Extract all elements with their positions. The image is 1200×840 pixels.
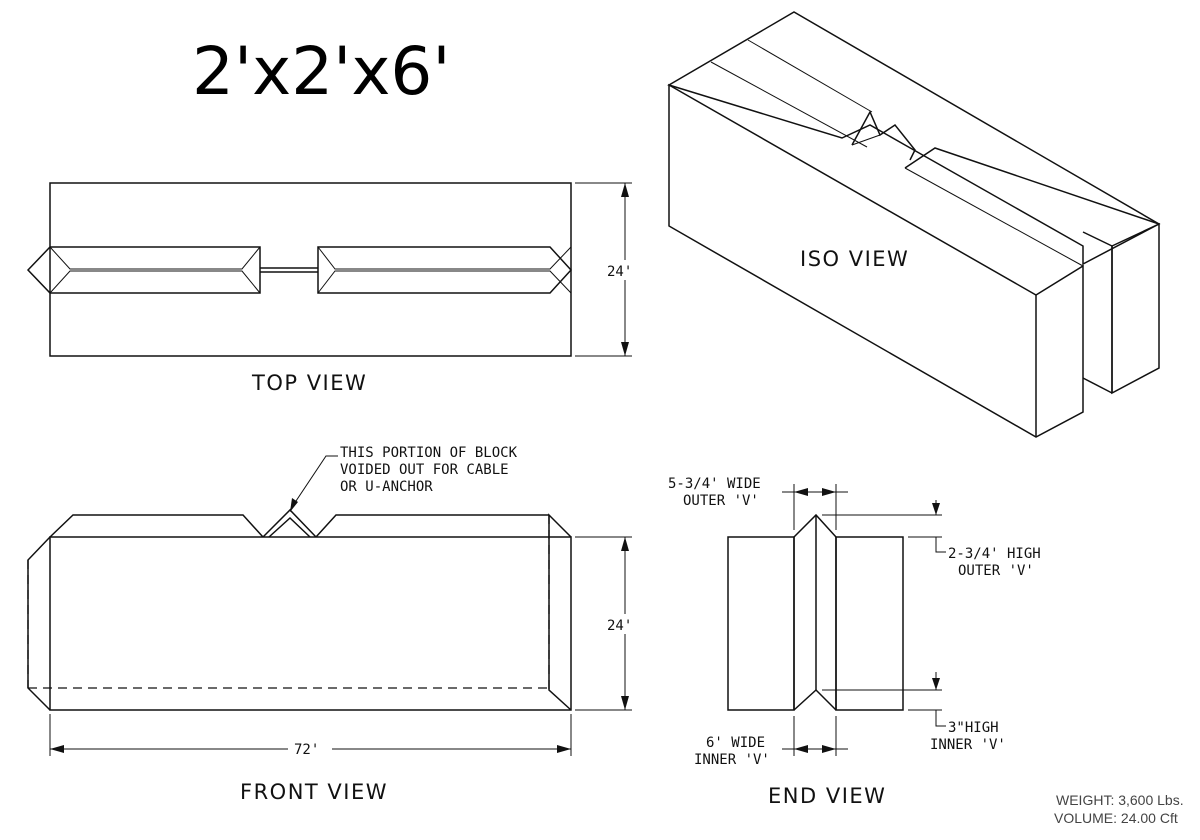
- front-view-outline: [49, 536, 572, 711]
- end-outer-high-line-1: 2-3/4' HIGH: [948, 546, 1041, 562]
- weight-spec: WEIGHT: 3,600 Lbs.: [1056, 792, 1184, 808]
- end-view-right-block: [835, 536, 904, 711]
- front-view-v-void: [262, 508, 317, 538]
- end-view-label: END VIEW: [768, 784, 886, 808]
- front-view-length-dim: 72': [294, 742, 319, 758]
- end-inner-high-line-2: INNER 'V': [930, 737, 1006, 753]
- iso-view-label: ISO VIEW: [800, 247, 909, 271]
- top-view: 24': [26, 182, 647, 357]
- front-view-height-dim: 24': [607, 618, 632, 634]
- end-outer-wide-line-2: OUTER 'V': [683, 493, 759, 509]
- end-inner-wide-line-2: INNER 'V': [694, 752, 770, 768]
- top-view-right-channel: [317, 246, 573, 294]
- top-view-left-channel: [26, 246, 261, 294]
- end-inner-high-line-1: 3"HIGH: [948, 720, 999, 736]
- front-note-line-1: THIS PORTION OF BLOCK: [340, 445, 518, 461]
- end-view: [727, 484, 946, 756]
- end-inner-wide-line-1: 6' WIDE: [706, 735, 765, 751]
- iso-view: [667, 11, 1161, 438]
- end-outer-high-line-2: OUTER 'V': [958, 563, 1034, 579]
- volume-spec: VOLUME: 24.00 Cft: [1054, 810, 1178, 826]
- end-view-left-block: [727, 536, 795, 711]
- front-note-line-2: VOIDED OUT FOR CABLE: [340, 462, 509, 478]
- iso-right-block: [1111, 222, 1160, 395]
- iso-v-notch: [851, 110, 916, 161]
- top-view-height-dim: 24': [607, 264, 632, 280]
- top-view-label: TOP VIEW: [251, 371, 367, 395]
- front-note-line-3: OR U-ANCHOR: [340, 479, 433, 495]
- front-view: 24' 72': [27, 455, 647, 758]
- front-view-label: FRONT VIEW: [240, 780, 388, 804]
- drawing-title: 2'x2'x6': [192, 33, 451, 110]
- end-outer-wide-line-1: 5-3/4' WIDE: [668, 476, 761, 492]
- front-view-left-ridge: [49, 514, 264, 538]
